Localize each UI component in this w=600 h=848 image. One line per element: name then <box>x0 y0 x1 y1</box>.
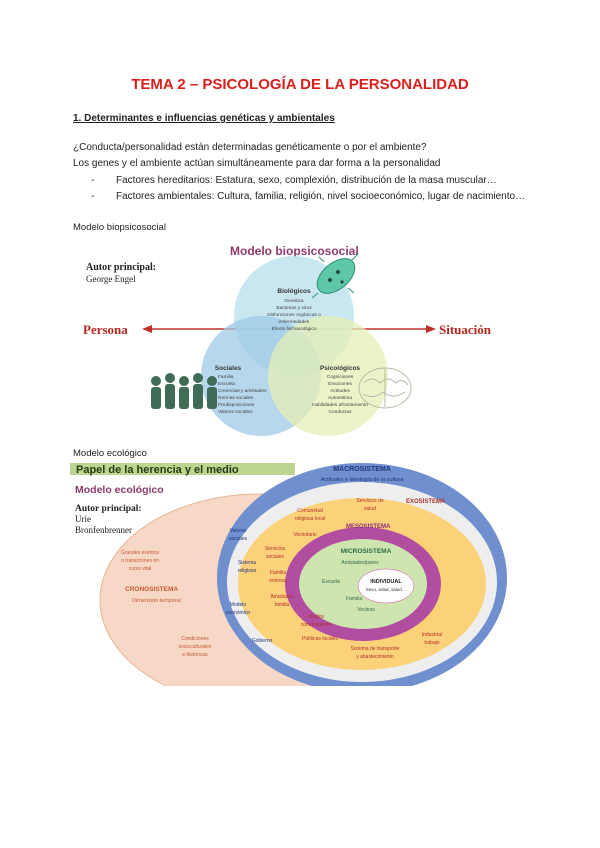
eco-label: religioso <box>238 568 257 574</box>
eco-label: Amistades/pares <box>341 560 379 566</box>
soc-item: Predisposiciones <box>218 402 255 408</box>
soc-item: Familia <box>218 374 234 380</box>
psi-item: Autoestima <box>328 395 352 401</box>
eco-label: e históricas <box>182 652 208 658</box>
banner-title: Papel de la herencia y el medio <box>76 464 239 476</box>
crono-label: CRONOSISTEMA <box>125 586 178 593</box>
fig2-heading: Modelo ecológico <box>75 484 164 496</box>
exo-label: EXOSISTEMA <box>406 499 446 505</box>
bio-title: Biológicos <box>277 288 311 295</box>
fig2-author-label: Autor principal: <box>75 504 142 514</box>
situacion-label: Situación <box>439 322 492 337</box>
macro-label: MACROSISTEMA <box>333 466 391 473</box>
soc-item: Normas sociales <box>218 395 254 401</box>
eco-label: Medios <box>308 614 325 620</box>
eco-label: Servicios de <box>356 498 383 504</box>
eco-label: sociales <box>266 554 285 560</box>
figure1-caption: Modelo biopsicosocial <box>73 222 166 233</box>
figure2-caption: Modelo ecológico <box>73 448 147 459</box>
biopsychosocial-diagram: Modelo biopsicosocial Autor principal: G… <box>78 238 508 443</box>
eco-label: Familia <box>270 570 286 576</box>
psi-item: Cogniciones <box>327 374 354 380</box>
eco-label: religiosa local <box>295 516 325 522</box>
section-heading: 1. Determinantes e influencias genéticas… <box>73 113 335 124</box>
fig1-heading: Modelo biopsicosocial <box>230 244 359 258</box>
bio-item: Efecto farmacológico <box>272 326 317 332</box>
question-text: ¿Conducta/personalidad están determinada… <box>73 142 427 153</box>
psi-item: Emociones <box>328 381 352 387</box>
eco-label: comunicación <box>301 622 332 628</box>
ecological-diagram: Papel de la herencia y el medio Modelo e… <box>70 460 512 686</box>
eco-label: o transiciones en <box>121 558 159 564</box>
individual-center <box>358 569 414 603</box>
eco-label: socioculturales <box>178 644 212 650</box>
psi-title: Psicológicos <box>320 365 360 372</box>
eco-label: Comunidad <box>297 508 323 514</box>
eco-label: curso vital <box>129 566 152 572</box>
psi-item: Conductas <box>329 409 353 415</box>
eco-label: Amistades <box>270 594 294 600</box>
eco-label: Servicios <box>265 546 286 552</box>
soc-item: Valores sociales <box>218 409 253 415</box>
eco-label: Grandes eventos <box>121 550 160 556</box>
arrow-left-head <box>142 325 152 333</box>
eco-label: trabajo <box>424 640 440 646</box>
macro-sub: Actitudes e ideología de la cultura <box>321 477 404 483</box>
eco-label: económico <box>226 610 250 616</box>
statement-text: Los genes y el ambiente actúan simultáne… <box>73 158 440 169</box>
eco-label: salud <box>364 506 376 512</box>
eco-label: Gobierno <box>252 638 273 644</box>
eco-label: sociales <box>229 536 248 542</box>
eco-label: Políticas locales <box>302 636 338 642</box>
soc-item: Creencias y amistades <box>218 388 267 394</box>
eco-label: Familia <box>346 596 362 602</box>
persona-label: Persona <box>83 322 128 337</box>
soc-item: Escuela <box>218 381 235 387</box>
soc-title: Sociales <box>215 365 242 372</box>
eco-label: y abastecimiento <box>356 654 394 660</box>
bio-item: enfermedades <box>279 319 310 325</box>
eco-label: Modelo <box>230 602 247 608</box>
fig2-author-name: Urie <box>75 514 91 524</box>
individual-label: INDIVIDUAL <box>370 579 402 585</box>
eco-label: Vecindario <box>293 532 317 538</box>
eco-label: Valores <box>230 528 247 534</box>
bio-item: Bacterias y virus <box>276 305 312 311</box>
eco-label: Escuela <box>322 579 340 585</box>
individual-sub: Sexo, edad, salud… <box>366 587 407 592</box>
fig1-author-label: Autor principal: <box>86 262 156 273</box>
eco-label: Sistema de transporte <box>351 646 400 652</box>
arrow-right-head <box>426 325 436 333</box>
crono-sub: Dimensión temporal <box>132 598 181 604</box>
eco-label: familia <box>275 602 290 608</box>
bio-item: Disfunciones orgánicas o <box>267 312 321 318</box>
eco-label: Industria/ <box>422 632 443 638</box>
psi-item: Habilidades afrontamiento <box>312 402 368 408</box>
psi-item: Actitudes <box>330 388 350 394</box>
eco-label: Sistema <box>238 560 256 566</box>
page-title: TEMA 2 – PSICOLOGÍA DE LA PERSONALIDAD <box>0 76 600 93</box>
meso-label: MESOSISTEMA <box>346 524 391 530</box>
eco-label: Vecinos <box>357 607 375 613</box>
fig1-author-name: George Engel <box>86 274 136 284</box>
bio-item: Genética <box>284 298 304 304</box>
eco-label: extensa <box>269 578 287 584</box>
eco-label: Condiciones <box>181 636 209 642</box>
micro-label: MICROSISTEMA <box>341 548 392 555</box>
fig2-author-name: Bronfenbrenner <box>75 525 132 535</box>
